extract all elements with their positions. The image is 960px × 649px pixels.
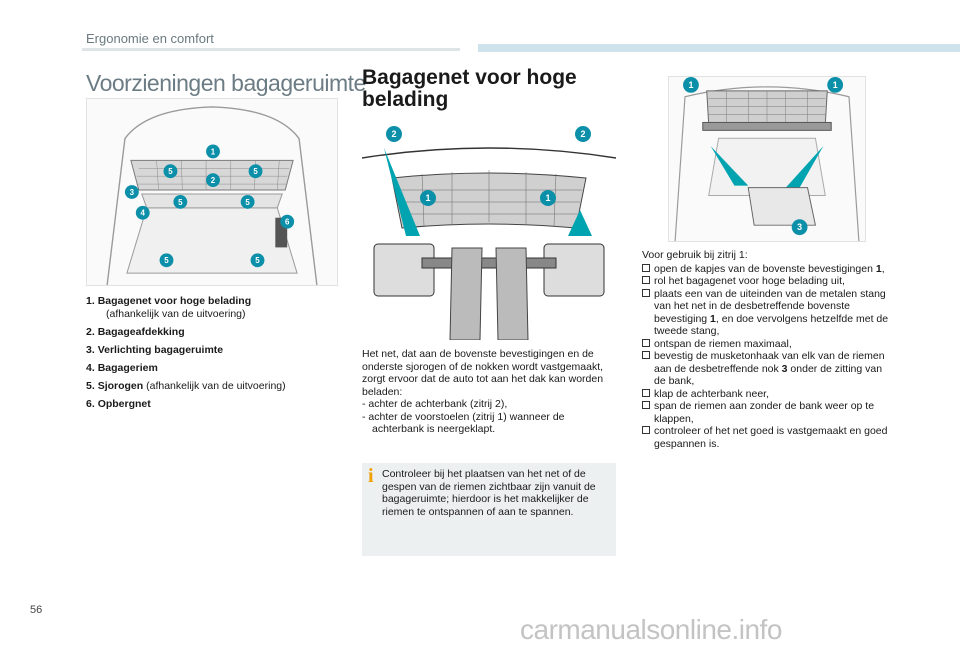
step-item: span de riemen aan zonder de bank weer o… — [642, 400, 892, 425]
boot-overview-drawing: 1 5 2 5 3 5 5 4 6 5 5 — [106, 106, 318, 285]
step-item: plaats een van de uiteinden van de metal… — [642, 288, 892, 338]
checkbox-icon — [642, 263, 650, 272]
checkbox-icon — [642, 351, 650, 359]
installation-steps: Voor gebruik bij zitrij 1: open de kapje… — [642, 249, 892, 450]
overview-callout: 4 — [141, 209, 146, 218]
legend-item: 5. Sjorogen (afhankelijk van de uitvoeri… — [86, 380, 286, 392]
checkbox-icon — [642, 388, 650, 397]
overview-callout: 5 — [168, 167, 173, 176]
info-note: i Controleer bij het plaatsen van het ne… — [362, 463, 616, 556]
legend-item: 6. Opbergnet — [86, 398, 151, 410]
overview-callout: 5 — [253, 167, 258, 176]
install-callout: 3 — [797, 222, 802, 232]
net-description: Het net, dat aan de bovenste bevestiging… — [362, 348, 604, 435]
legend-item: 3. Verlichting bagageruimte — [86, 344, 224, 356]
checkbox-icon — [642, 426, 650, 434]
step-item: ontspan de riemen maximaal, — [642, 338, 892, 351]
legend-item: 1. Bagagenet voor hoge belading(afhankel… — [86, 295, 252, 320]
overview-callout: 2 — [211, 176, 216, 185]
checkbox-icon — [642, 288, 650, 297]
net-heading: Bagagenet voor hoge belading — [362, 66, 577, 111]
legend-item: 2. Bagageafdekking — [86, 326, 185, 338]
net-install-illustration: 1 1 3 — [668, 76, 866, 242]
checkbox-icon — [642, 276, 650, 284]
section-title: Ergonomie en comfort — [86, 31, 214, 46]
boot-overview-illustration: 1 5 2 5 3 5 5 4 6 5 5 — [86, 98, 338, 286]
info-icon: i — [368, 465, 374, 487]
legend-item: 4. Bagageriem — [86, 362, 158, 374]
overview-callout: 3 — [130, 188, 135, 197]
install-callout: 1 — [688, 80, 693, 90]
install-callout: 1 — [833, 80, 838, 90]
step-item: open de kapjes van de bovenste bevestigi… — [642, 263, 892, 276]
net-callout: 2 — [391, 129, 396, 139]
step-item: controleer of het net goed is vastgemaak… — [642, 425, 892, 450]
step-item: bevestig de musketonhaak van elk van de … — [642, 350, 892, 388]
overview-callout: 5 — [164, 256, 169, 265]
checkbox-icon — [642, 401, 650, 409]
checkbox-icon — [642, 338, 650, 347]
page-number: 56 — [30, 604, 43, 616]
header-accent-bar — [478, 44, 960, 52]
net-callout: 1 — [425, 193, 430, 203]
net-install-drawing: 1 1 3 — [674, 77, 860, 241]
net-callout: 2 — [580, 129, 585, 139]
equipment-legend: 1. Bagagenet voor hoge belading(afhankel… — [86, 295, 356, 416]
overview-callout: 5 — [245, 198, 250, 207]
net-callout: 1 — [545, 193, 550, 203]
watermark: carmanualsonline.info — [520, 614, 782, 645]
header-rule — [82, 48, 460, 51]
net-seat-drawing: 2 2 1 1 — [362, 126, 616, 340]
overview-callout: 5 — [178, 198, 183, 207]
overview-callout: 5 — [255, 256, 260, 265]
net-seat-illustration: 2 2 1 1 — [362, 118, 616, 340]
overview-callout: 6 — [285, 218, 290, 227]
page-heading: Voorzieningen bagageruimte — [86, 70, 366, 96]
overview-callout: 1 — [211, 147, 216, 156]
step-item: rol het bagagenet voor hoge belading uit… — [642, 275, 892, 288]
step-item: klap de achterbank neer, — [642, 388, 892, 401]
